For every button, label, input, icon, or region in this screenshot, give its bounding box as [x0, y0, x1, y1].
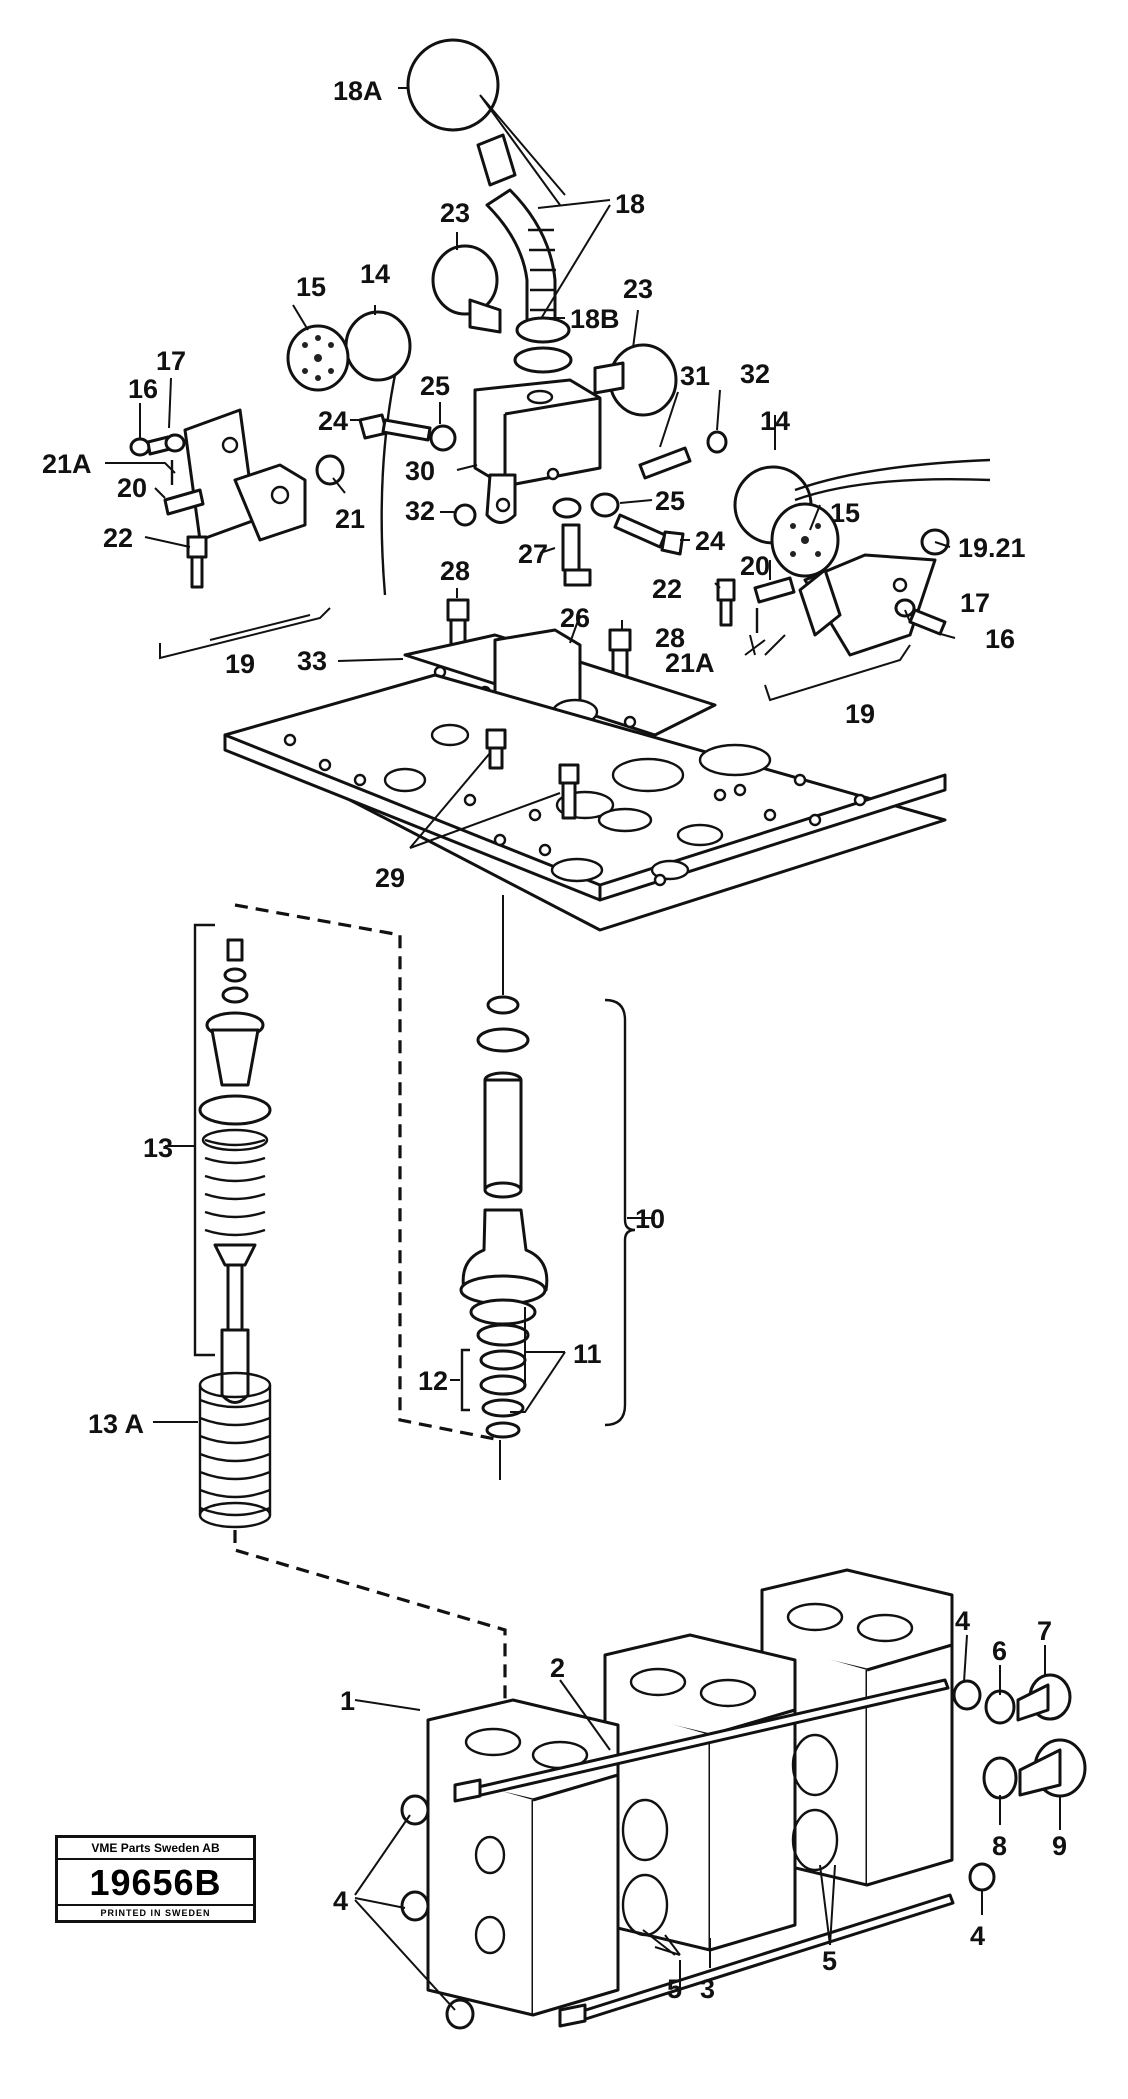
label-19-right: 19 — [845, 699, 875, 729]
label-33: 33 — [297, 646, 327, 676]
label-16-left: 16 — [128, 374, 158, 404]
label-28-left: 28 — [440, 556, 470, 586]
label-17-right: 17 — [960, 588, 990, 618]
stamp-printed-in: PRINTED IN SWEDEN — [58, 1904, 253, 1920]
label-21-left: 21 — [335, 504, 365, 534]
base-plate — [223, 673, 947, 932]
label-21a-right: 21A — [665, 648, 715, 678]
label-22-left: 22 — [103, 523, 133, 553]
label-26: 26 — [560, 603, 590, 633]
label-21a-left: 21A — [42, 449, 92, 479]
label-8: 8 — [992, 1831, 1007, 1861]
label-18a: 18A — [333, 76, 383, 106]
lever-rod-18 — [476, 133, 573, 374]
dashed-connection-lower — [233, 1530, 507, 1720]
label-32-top: 32 — [740, 359, 770, 389]
valve-section-middle — [603, 1633, 839, 1952]
label-14-right: 14 — [760, 406, 790, 436]
label-4-left: 4 — [333, 1886, 348, 1916]
drawing-number-stamp: VME Parts Sweden AB 19656B PRINTED IN SW… — [55, 1835, 256, 1923]
leader-lines — [105, 87, 1061, 2011]
knob-23-right — [593, 343, 678, 417]
disc-15-right — [770, 502, 840, 578]
label-14-left: 14 — [360, 259, 390, 289]
lever-housing-30 — [473, 378, 602, 524]
label-19-21: 19.21 — [958, 533, 1026, 563]
label-20-left: 20 — [117, 473, 147, 503]
label-17-left: 17 — [156, 346, 186, 376]
label-15-left: 15 — [296, 272, 326, 302]
label-19-left: 19 — [225, 649, 255, 679]
label-23-left: 23 — [440, 198, 470, 228]
label-27: 27 — [518, 539, 548, 569]
label-3: 3 — [700, 1974, 715, 2004]
bracket-10 — [604, 998, 636, 1427]
label-13: 13 — [143, 1133, 173, 1163]
label-24-right: 24 — [695, 526, 725, 556]
part-labels: 18A 18 18B 23 23 15 14 17 16 21A 20 22 2… — [42, 76, 1067, 2004]
spring-assembly-13 — [198, 938, 272, 1404]
label-5-left: 5 — [667, 1974, 682, 2004]
stamp-drawing-number: 19656B — [89, 1862, 222, 1903]
label-22-right: 22 — [652, 574, 682, 604]
label-11: 11 — [573, 1339, 602, 1369]
label-2: 2 — [550, 1653, 565, 1683]
label-15-right: 15 — [830, 498, 860, 528]
dashed-connection-upper — [234, 903, 501, 1442]
label-13a: 13 A — [88, 1409, 144, 1439]
lever-knob-18a — [406, 38, 500, 132]
end-fittings — [400, 1673, 1087, 2030]
label-29: 29 — [375, 863, 405, 893]
label-25-left: 25 — [420, 371, 450, 401]
label-18: 18 — [615, 189, 645, 219]
knob-23-left — [431, 244, 502, 334]
label-18b: 18B — [570, 304, 620, 334]
label-20-right: 20 — [740, 551, 770, 581]
label-23-right: 23 — [623, 274, 653, 304]
label-31: 31 — [680, 361, 710, 391]
label-32-left: 32 — [405, 496, 435, 526]
label-25-right: 25 — [655, 486, 685, 516]
label-4-top: 4 — [955, 1606, 970, 1636]
bracket-13 — [193, 923, 215, 1357]
label-24-left: 24 — [318, 406, 348, 436]
label-16-right: 16 — [985, 624, 1015, 654]
label-30: 30 — [405, 456, 435, 486]
bracket-12 — [460, 1348, 470, 1412]
label-10: 10 — [635, 1204, 665, 1234]
spring-13a — [198, 1371, 272, 1529]
screws-29 — [485, 728, 580, 820]
label-1: 1 — [340, 1686, 355, 1716]
spool-assembly-10 — [459, 995, 549, 1439]
label-5-right: 5 — [822, 1946, 837, 1976]
label-4-right: 4 — [970, 1921, 985, 1951]
label-12: 12 — [418, 1366, 448, 1396]
boot-14-left — [344, 310, 412, 596]
label-9: 9 — [1052, 1831, 1067, 1861]
bracket-19-left — [183, 408, 307, 542]
stamp-company: VME Parts Sweden AB — [58, 1838, 253, 1860]
label-28-right: 28 — [655, 623, 685, 653]
tie-rods — [453, 1678, 955, 2028]
disc-15-left — [286, 324, 350, 392]
label-6: 6 — [992, 1636, 1007, 1666]
bracket-19-right — [798, 553, 937, 657]
label-7: 7 — [1037, 1616, 1052, 1646]
